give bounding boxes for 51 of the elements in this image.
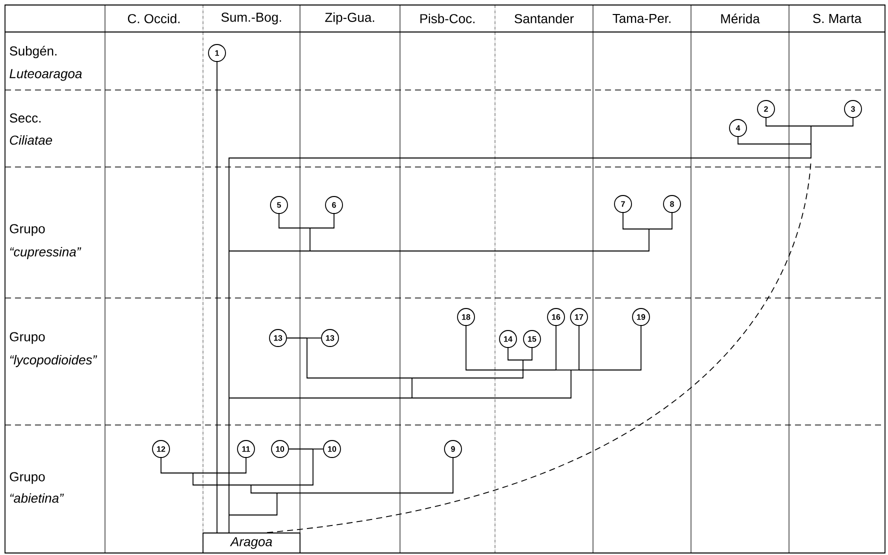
row-header: Secc. [10,113,41,123]
tree-branch [192,458,246,474]
tree-branch [228,492,278,516]
tree-branch [310,228,650,252]
row-header: “cupressina” [10,246,82,260]
tree-branch [522,348,532,360]
tree-branch [412,360,524,378]
column-header: Zip-Gua. [325,12,374,25]
tree-branch [228,250,230,398]
column-header: S. Marta [813,14,862,24]
tree-branch [228,514,230,533]
tree-branch [508,348,524,360]
tree-branch [466,326,556,370]
tree-branch [288,448,314,450]
tree-branch [810,126,812,144]
tree-branch [412,370,572,398]
row-header: “abietina” [10,493,64,503]
tree-branch [228,250,310,252]
tree-branch [312,448,324,450]
tree-branch [192,472,252,486]
tree-branch [810,118,854,126]
row-header: Grupo [10,472,45,484]
tree-branch [276,458,454,494]
column-header: Mérida [721,14,760,24]
row-header: Ciliatae [10,135,52,145]
tree-branch [738,136,812,144]
tree-branch [216,62,218,533]
column-header: Santander [514,14,574,24]
taxon-box: Aragoa [202,532,300,554]
column-header: C. Occid. [128,14,180,24]
row-header: Luteoaragoa [10,69,82,81]
tree-branch [278,214,310,228]
row-header: Grupo [10,332,45,344]
column-header: Tama-Per. [612,14,670,24]
tree-branch [578,326,642,370]
tree-branch [578,326,580,370]
tree-branch [160,458,194,474]
tree-branch [228,398,230,516]
row-header: Grupo [10,224,45,236]
tree-branch [766,118,812,126]
column-header: Pisb-Coc. [420,14,474,24]
tree-branch [310,214,334,228]
tree-branch [250,484,278,494]
tree-branch [622,212,650,230]
row-header: “lycopodioides” [10,354,98,368]
row-header: Subgén. [10,46,56,58]
column-header: Sum.-Bog. [221,12,282,24]
tree-branch [306,338,412,378]
tree-branch [228,144,812,252]
tree-branch [250,448,314,486]
tree-branch [648,212,672,230]
